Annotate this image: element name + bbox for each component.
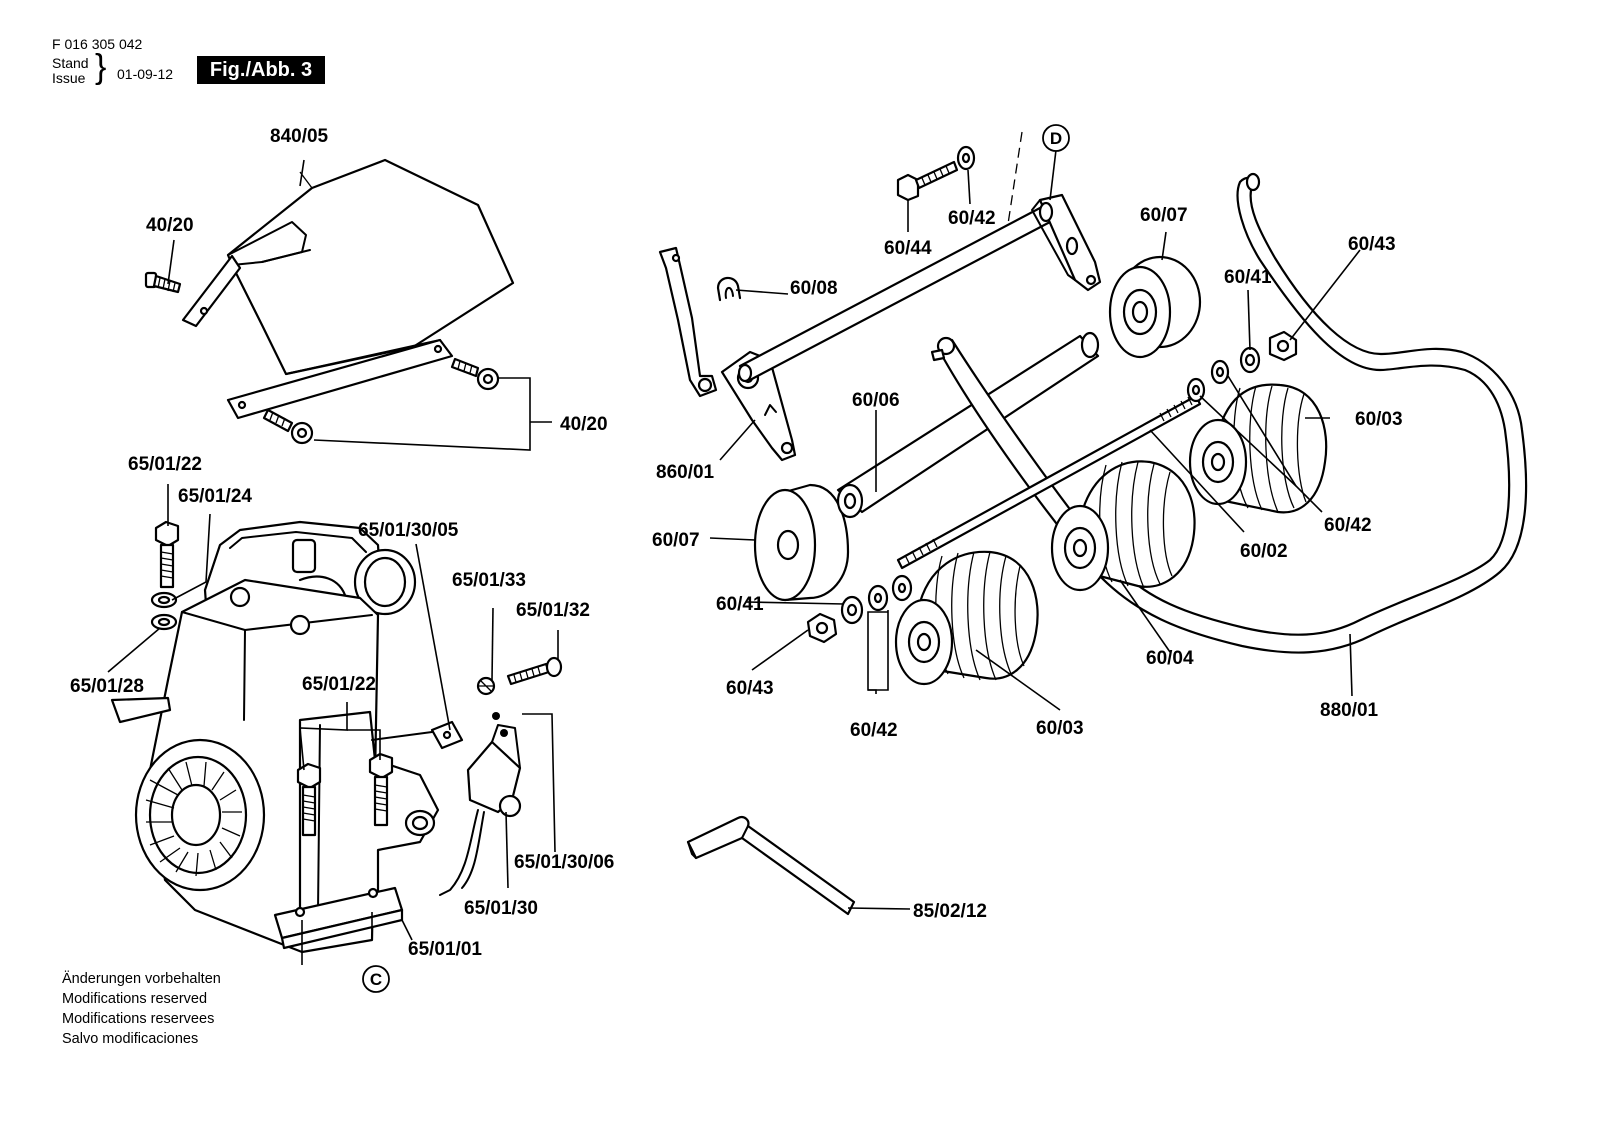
label-85-02-12: 85/02/12: [913, 901, 987, 922]
axle-rod-assembly: [658, 131, 1102, 462]
issue-date: 01-09-12: [117, 66, 174, 82]
label-40-20-b: 40/20: [560, 414, 608, 435]
washer-60-42-top: [956, 145, 976, 171]
washer-65-01-28: [150, 613, 178, 631]
label-65-01-30: 65/01/30: [464, 898, 538, 919]
washer-60-42-right-a: [1186, 377, 1206, 403]
label-60-43-left: 60/43: [726, 678, 774, 699]
roller-60-03-right: [1188, 383, 1328, 514]
bolt-60-44: [896, 160, 959, 202]
label-60-41-left: 60/41: [716, 594, 764, 615]
nut-65-01-33: [476, 676, 496, 696]
label-65-01-01: 65/01/01: [408, 939, 482, 960]
label-60-04: 60/04: [1146, 648, 1194, 669]
washer-65-01-24: [150, 591, 178, 609]
stand-label: Stand: [52, 55, 89, 71]
marker-d: D: [1042, 124, 1070, 152]
label-60-03-bottom: 60/03: [1036, 718, 1084, 739]
ignition-module-65-01-30: [439, 712, 522, 896]
label-840-05: 840/05: [270, 126, 329, 147]
document-number: F 016 305 042: [52, 36, 143, 52]
label-65-01-22-a: 65/01/22: [128, 454, 202, 475]
marker-c-label: C: [370, 970, 382, 989]
washer-60-42-right-b: [1210, 359, 1230, 385]
hex-key-85-02-12: [686, 816, 856, 916]
label-60-41-top: 60/41: [1224, 267, 1272, 288]
roller-60-07-left: [753, 483, 850, 602]
label-60-03-right: 60/03: [1355, 409, 1403, 430]
label-40-20-a: 40/20: [146, 215, 194, 236]
roller-60-07-top: [1108, 255, 1202, 359]
bolt-65-01-32: [506, 656, 563, 686]
bracket-65-01-30-05: [371, 720, 464, 750]
note-line: Salvo modificaciones: [62, 1031, 199, 1047]
label-60-07-left: 60/07: [652, 530, 700, 551]
label-60-43-top: 60/43: [1348, 234, 1396, 255]
label-60-07-top: 60/07: [1140, 205, 1188, 226]
nut-60-43-top: [1268, 330, 1298, 362]
label-65-01-33: 65/01/33: [452, 570, 526, 591]
label-65-01-32: 65/01/32: [516, 600, 590, 621]
roller-60-04: [1050, 460, 1196, 592]
washer-60-41-left: [840, 595, 864, 625]
label-65-01-30-06: 65/01/30/06: [514, 852, 614, 873]
screw-40-20-low: [262, 408, 314, 445]
bolt-65-01-22-top: [154, 520, 180, 589]
tube-60-06: [836, 331, 1100, 519]
label-60-42-top: 60/42: [948, 208, 996, 229]
note-line: Modifications reserved: [62, 991, 208, 1007]
part-labels: 840/05 40/20 40/20 65/01/22 65/01/24 65/…: [70, 126, 1403, 960]
label-65-01-30-05: 65/01/30/05: [358, 520, 459, 541]
note-line: Modifications reservees: [62, 1011, 215, 1027]
stand-issue-label: Stand Issue: [52, 56, 89, 86]
label-880-01: 880/01: [1320, 700, 1379, 721]
label-60-42-right: 60/42: [1324, 515, 1372, 536]
marker-d-label: D: [1050, 129, 1062, 148]
label-60-06: 60/06: [852, 390, 900, 411]
label-860-01: 860/01: [656, 462, 715, 483]
figure-label: Fig./Abb. 3: [197, 56, 325, 84]
brace-glyph: }: [95, 48, 107, 86]
label-60-08: 60/08: [790, 278, 838, 299]
threaded-rod-60-02: [896, 394, 1202, 570]
nut-60-43-left: [806, 612, 838, 644]
screw-40-20-left: [144, 271, 182, 294]
engine-assembly: [110, 520, 440, 965]
screw-40-20-mid: [450, 357, 500, 391]
washer-60-41-top: [1239, 346, 1261, 374]
washer-60-42-bottom-b: [867, 584, 889, 612]
label-60-02: 60/02: [1240, 541, 1288, 562]
label-60-44: 60/44: [884, 238, 932, 259]
marker-c: C: [362, 965, 390, 993]
label-65-01-22-b: 65/01/22: [302, 674, 376, 695]
label-60-42-bottom: 60/42: [850, 720, 898, 741]
cover-part: [181, 158, 515, 420]
roller-60-03-bottom: [894, 550, 1039, 686]
washer-60-42-bottom-a: [891, 574, 913, 602]
label-65-01-24: 65/01/24: [178, 486, 252, 507]
leader-lines: [107, 149, 1361, 941]
modifications-notes: Änderungen vorbehalten Modifications res…: [62, 969, 221, 1049]
label-65-01-28: 65/01/28: [70, 676, 144, 697]
issue-label: Issue: [52, 70, 86, 86]
note-line: Änderungen vorbehalten: [62, 971, 221, 987]
